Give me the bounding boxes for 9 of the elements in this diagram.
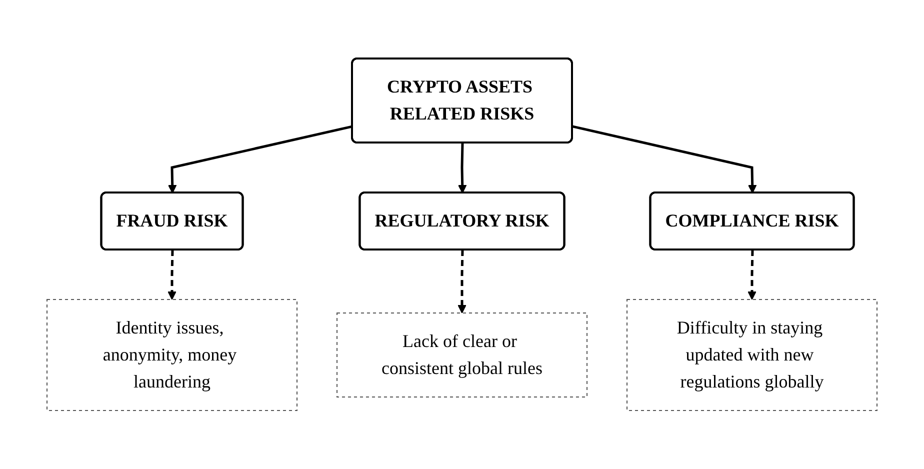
node-box: Identity issues, anonymity, money laundering — [46, 299, 298, 411]
node-box: Difficulty in staying updated with new regulations globally — [626, 299, 878, 411]
arrow — [458, 250, 466, 314]
arrow — [168, 125, 353, 194]
arrow — [748, 250, 756, 300]
arrow — [458, 142, 467, 194]
arrow — [168, 250, 176, 300]
node-box: Lack of clear or consistent global rules — [336, 312, 588, 398]
arrow — [572, 125, 757, 194]
